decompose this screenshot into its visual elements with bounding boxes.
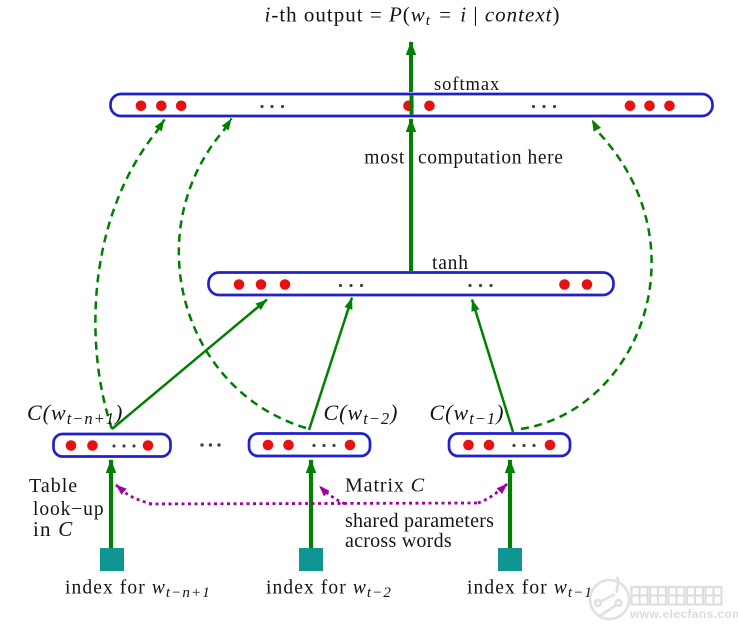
svg-text:C(wt−2): C(wt−2)	[324, 400, 399, 428]
svg-text:look−up: look−up	[33, 499, 104, 520]
svg-text:in C: in C	[33, 517, 73, 541]
svg-text:index for wt−n+1: index for wt−n+1	[65, 578, 211, 602]
svg-text:index for wt−1: index for wt−1	[467, 578, 593, 602]
svg-text:softmax: softmax	[434, 75, 500, 95]
svg-text:most: most	[364, 148, 405, 169]
svg-text:i-th output = P(wt = i | conte: i-th output = P(wt = i | context)	[265, 3, 561, 30]
svg-text:www.elecfans.com: www.elecfans.com	[629, 607, 738, 621]
svg-text:Matrix C: Matrix C	[345, 475, 425, 497]
svg-text:tanh: tanh	[432, 253, 469, 274]
svg-text:across words: across words	[345, 530, 452, 552]
svg-text:index for wt−2: index for wt−2	[266, 578, 392, 602]
svg-text:C(wt−n+1): C(wt−n+1)	[27, 400, 123, 428]
svg-text:computation here: computation here	[418, 148, 564, 169]
svg-text:shared parameters: shared parameters	[345, 510, 494, 532]
svg-text:C(wt−1): C(wt−1)	[430, 400, 505, 428]
svg-text:Table: Table	[29, 475, 78, 497]
